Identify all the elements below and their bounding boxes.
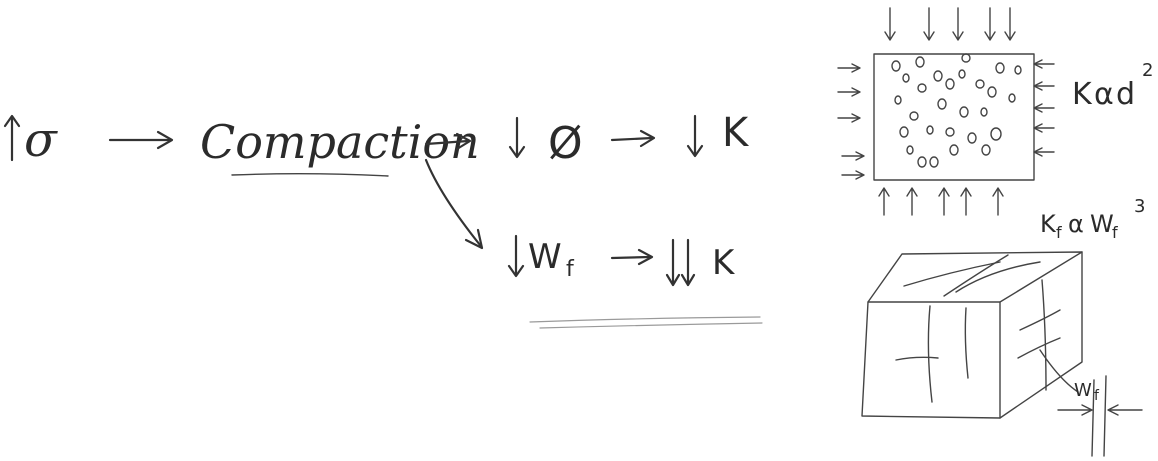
flow-arrow-4-icon [610, 248, 654, 266]
flow-arrow-3-icon [610, 129, 656, 148]
result-underline-2 [539, 322, 763, 329]
fracture-block-3d [861, 251, 1083, 419]
flow-arrow-1-icon [108, 130, 174, 150]
fracture-relation-w-sub: f [1112, 223, 1118, 242]
fracture-width-subscript: f [566, 257, 575, 282]
double-decrease-arrow-icon [665, 238, 696, 287]
permeability-symbol: K [722, 110, 750, 156]
sigma-symbol: σ [24, 112, 58, 168]
right-stress-arrows-icon [1033, 59, 1055, 157]
flow-arrow-2-icon [424, 132, 472, 151]
grain-particles [891, 53, 1022, 168]
matrix-stress-block [873, 53, 1035, 181]
matrix-relation-alpha: α [1094, 77, 1114, 112]
left-stress-arrows-icon [837, 63, 865, 180]
aperture-callout [1039, 349, 1143, 457]
fracture-relation-k: K [1040, 210, 1057, 238]
aperture-subscript: f [1094, 388, 1100, 404]
increase-arrow-icon [3, 114, 21, 162]
decrease-arrow-fracture-width-icon [507, 234, 525, 278]
top-stress-arrows-icon [884, 7, 1016, 41]
compaction-label: Compaction [200, 115, 480, 169]
decrease-arrow-porosity-icon [508, 116, 526, 159]
fracture-relation-exponent: 3 [1134, 196, 1145, 217]
decrease-arrow-permeability-icon [686, 114, 704, 158]
matrix-relation-exponent: 2 [1142, 60, 1153, 81]
permeability-double-symbol: K [712, 243, 736, 283]
fracture-relation-k-sub: f [1056, 223, 1062, 242]
matrix-relation-k: K [1072, 77, 1093, 112]
bottom-stress-arrows-icon [878, 187, 1004, 216]
aperture-label: W [1074, 380, 1092, 401]
result-underline-1 [529, 316, 761, 323]
compaction-underline [231, 173, 389, 177]
fracture-relation-w: W [1090, 210, 1114, 238]
fracture-relation-alpha: α [1068, 210, 1084, 238]
matrix-relation-d: d [1116, 77, 1135, 112]
fracture-width-symbol: W [528, 237, 562, 277]
porosity-symbol: Ø [548, 118, 583, 169]
diagonal-flow-arrow-icon [424, 158, 484, 250]
matrix-square [873, 53, 1035, 181]
